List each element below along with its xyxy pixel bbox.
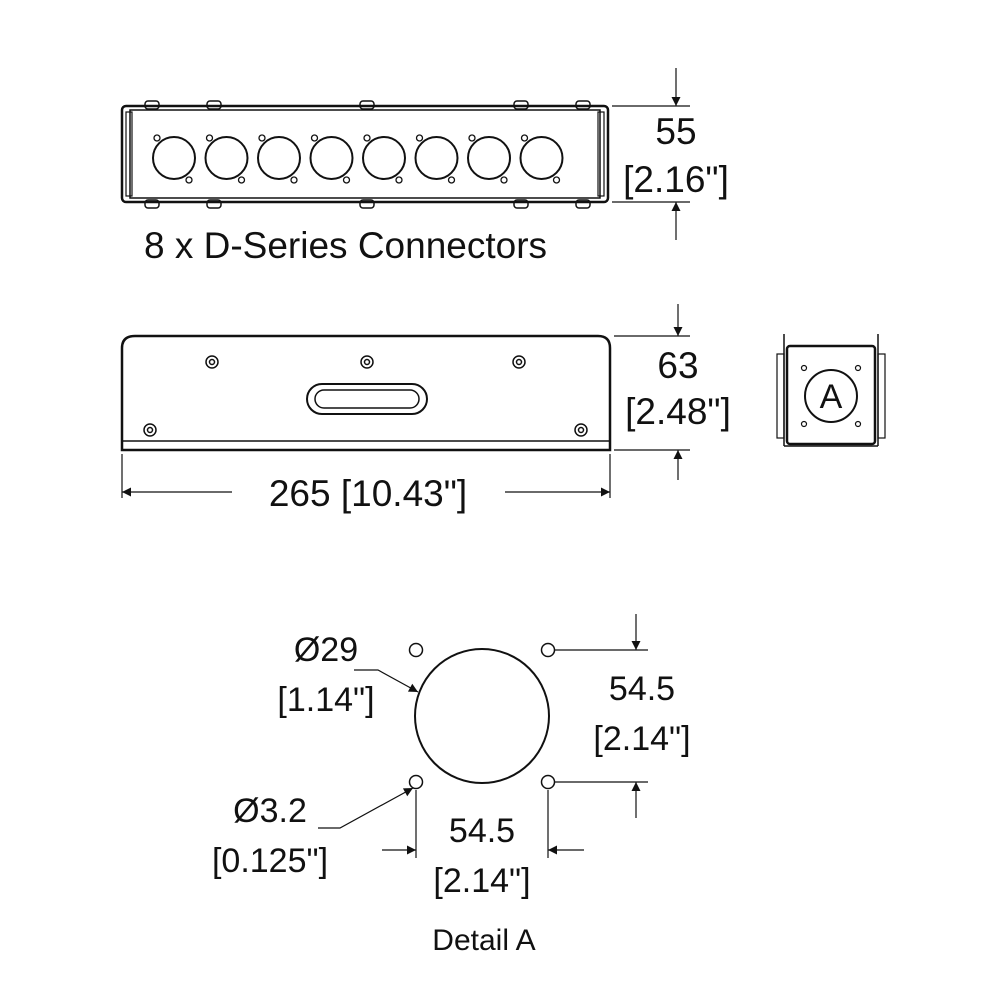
front-view: 63 [2.48"] 265 [10.43"] bbox=[120, 304, 731, 514]
mounting-hole bbox=[237, 176, 246, 184]
mounting-hole bbox=[415, 134, 424, 142]
front-view-screws bbox=[143, 355, 588, 437]
connector-group bbox=[152, 134, 564, 184]
connector-cutout bbox=[152, 136, 196, 180]
mounting-hole bbox=[552, 176, 561, 184]
screw-diameter-in: [0.125"] bbox=[212, 842, 328, 880]
connector-cutout bbox=[204, 136, 249, 180]
top-view-body-inner bbox=[129, 109, 601, 199]
mounting-hole bbox=[153, 134, 161, 142]
handle-slot bbox=[306, 383, 428, 415]
mounting-hole bbox=[363, 134, 371, 142]
mounting-hole bbox=[310, 134, 319, 142]
mounting-hole bbox=[395, 176, 403, 184]
mounting-hole bbox=[258, 134, 266, 142]
d-series-connector bbox=[467, 134, 511, 184]
connector-cutout bbox=[467, 136, 511, 180]
d-series-connector bbox=[414, 134, 459, 184]
connector-cutout bbox=[309, 136, 354, 180]
vertical-spacing-mm: 54.5 bbox=[609, 670, 675, 708]
d-series-connector bbox=[204, 134, 249, 184]
top-height-in: [2.16"] bbox=[623, 159, 729, 200]
mounting-hole bbox=[520, 134, 529, 142]
length-label: 265 [10.43"] bbox=[269, 473, 467, 514]
top-view-body-outer bbox=[120, 104, 610, 204]
connector-cutout bbox=[362, 136, 406, 180]
connector-cutout bbox=[257, 136, 301, 180]
mounting-hole bbox=[468, 134, 476, 142]
hole-diameter-in: [1.14"] bbox=[277, 681, 374, 719]
detail-title: Detail A bbox=[432, 924, 535, 957]
horizontal-spacing-mm: 54.5 bbox=[449, 812, 515, 850]
detail-marker: A bbox=[820, 378, 843, 416]
horizontal-spacing-in: [2.14"] bbox=[433, 862, 530, 900]
top-height-mm: 55 bbox=[655, 111, 696, 152]
d-series-connector bbox=[257, 134, 301, 184]
front-view-body bbox=[120, 334, 612, 452]
mounting-hole bbox=[342, 176, 351, 184]
screw-diameter-mm: Ø3.2 bbox=[233, 792, 307, 830]
d-series-connector bbox=[519, 134, 564, 184]
d-series-connector bbox=[309, 134, 354, 184]
top-view: 55 [2.16"] 8 x D-Series Connectors bbox=[120, 68, 729, 266]
hole-diameter-mm: Ø29 bbox=[294, 631, 358, 669]
detail-marker-circle bbox=[804, 369, 858, 423]
mounting-hole bbox=[185, 176, 193, 184]
mounting-hole bbox=[500, 176, 508, 184]
mounting-hole bbox=[447, 176, 456, 184]
front-height-mm: 63 bbox=[657, 345, 698, 386]
connector-cutout bbox=[414, 136, 459, 180]
connector-cutout bbox=[414, 648, 550, 784]
top-view-tabs bbox=[144, 100, 591, 209]
mounting-holes bbox=[408, 642, 556, 790]
vertical-spacing-in: [2.14"] bbox=[593, 720, 690, 758]
mounting-hole bbox=[205, 134, 214, 142]
connector-cutout bbox=[519, 136, 564, 180]
connectors-caption: 8 x D-Series Connectors bbox=[144, 225, 547, 266]
d-series-connector bbox=[362, 134, 406, 184]
mounting-hole bbox=[290, 176, 298, 184]
d-series-connector bbox=[152, 134, 196, 184]
front-height-in: [2.48"] bbox=[625, 391, 731, 432]
detail-a: Ø29 [1.14"] Ø3.2 [0.125"] 54.5 [2.14"] 5… bbox=[212, 614, 691, 957]
side-view: A bbox=[776, 334, 886, 447]
